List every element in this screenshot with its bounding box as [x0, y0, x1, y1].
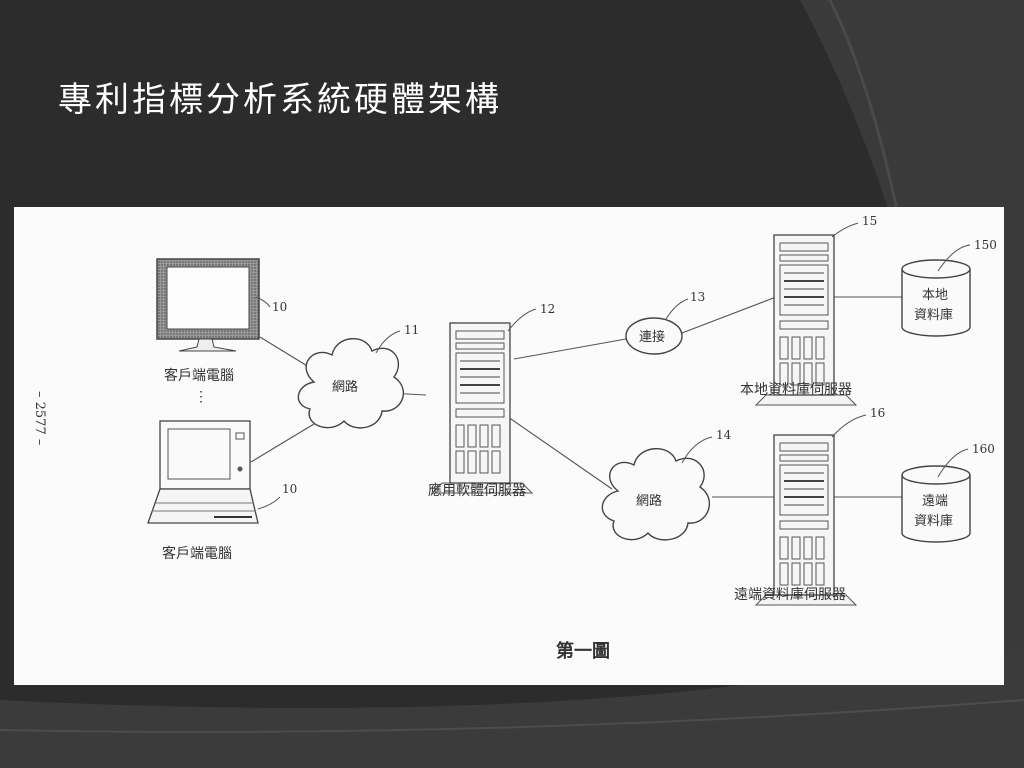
- laptop-ref: 10: [282, 482, 297, 496]
- page-number: – 2577 –: [32, 391, 47, 445]
- remote-db-server-icon: [755, 434, 857, 606]
- patent-figure: – 2577 – 10 客戶端電腦 ⋮ 10 客戶端電腦 網路 11: [14, 207, 1004, 685]
- desktop-ref: 10: [272, 300, 287, 314]
- remote-database-icon: [901, 465, 971, 543]
- local-db-ref: 150: [974, 238, 997, 252]
- local-db-label-2: 資料庫: [914, 308, 953, 323]
- app-server-label: 應用軟體伺服器: [428, 482, 526, 499]
- connection-ellipse-icon: [625, 317, 683, 355]
- desktop-label: 客戶端電腦: [164, 367, 234, 384]
- local-db-server-label: 本地資料庫伺服器: [740, 381, 852, 398]
- local-db-server-ref: 15: [862, 214, 877, 228]
- connection-13-label: 連接: [639, 329, 665, 345]
- app-server-icon: [431, 322, 533, 494]
- remote-db-ref: 160: [972, 442, 995, 456]
- laptop-label: 客戶端電腦: [162, 545, 232, 562]
- local-database-icon: [901, 259, 971, 337]
- network-11-label: 網路: [332, 379, 358, 395]
- architecture-diagram: – 2577 – 10 客戶端電腦 ⋮ 10 客戶端電腦 網路 11: [32, 214, 997, 662]
- connection-lines: [250, 296, 902, 498]
- desktop-computer-icon: [156, 258, 260, 352]
- remote-db-label-1: 遠端: [922, 494, 948, 509]
- connection-13-ref: 13: [690, 290, 705, 304]
- remote-db-server-ref: 16: [870, 406, 885, 420]
- slide-title: 專利指標分析系統硬體架構: [58, 80, 502, 120]
- network-cloud-icon: [297, 337, 405, 429]
- network-11-ref: 11: [404, 323, 419, 337]
- laptop-computer-icon: [147, 420, 259, 524]
- remote-db-label-2: 資料庫: [914, 514, 953, 529]
- network-cloud-icon: [601, 447, 711, 541]
- local-db-label-1: 本地: [922, 288, 948, 303]
- app-server-ref: 12: [540, 302, 555, 316]
- local-db-server-icon: [755, 234, 857, 406]
- network-14-ref: 14: [716, 428, 732, 442]
- figure-caption: 第一圖: [556, 640, 610, 662]
- ellipsis: ⋮: [194, 389, 208, 405]
- remote-db-server-label: 遠端資料庫伺服器: [734, 586, 846, 603]
- network-14-label: 網路: [636, 493, 662, 509]
